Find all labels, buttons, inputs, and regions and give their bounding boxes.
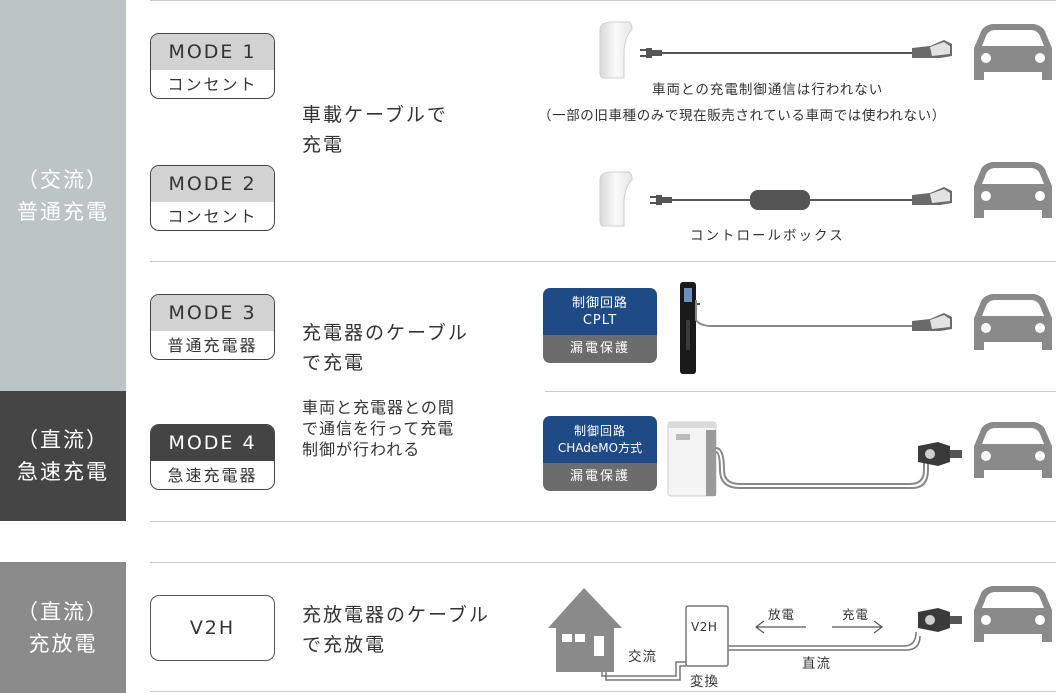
mode2-badge: MODE 2 コンセント	[150, 165, 275, 231]
mode1-badge: MODE 1 コンセント	[150, 33, 275, 99]
dc-line	[728, 631, 917, 647]
divider-mode4-bottom	[150, 521, 1056, 522]
desc-communication-line1: 車両と充電器との間	[302, 398, 455, 417]
charger-stand-icon	[680, 282, 696, 374]
annotation-control-box: コントロールボックス	[690, 228, 845, 244]
v2h-title: V2H	[189, 617, 236, 639]
desc-v2h-cable: 充放電器のケーブル で充放電	[302, 600, 490, 660]
mode3-ctrl-line2: CPLT	[582, 313, 618, 328]
desc-v2h-cable-line2: で充放電	[302, 634, 387, 656]
connector-icon	[912, 187, 952, 205]
side-v2h-line1: （直流）	[17, 599, 109, 624]
v2h-discharge-label: 放電	[768, 607, 796, 622]
divider-top	[150, 0, 1056, 1]
mode2-title: MODE 2	[151, 166, 274, 202]
cable-line	[715, 451, 929, 489]
mode4-sub: 急速充電器	[167, 466, 258, 485]
desc-vehicle-cable-line1: 車載ケーブルで	[302, 104, 448, 126]
side-normal-line1: （交流）	[17, 167, 109, 192]
mode4-ctrl-line1: 制御回路	[573, 424, 626, 438]
desc-vehicle-cable-line2: 充電	[302, 134, 345, 156]
v2h-unit-label: V2H	[691, 620, 718, 634]
plug-icon	[650, 195, 672, 205]
plug-icon	[640, 48, 662, 58]
car-icon	[974, 294, 1052, 350]
mode3-title: MODE 3	[151, 295, 274, 331]
desc-charger-cable-line2: で充電	[302, 352, 366, 374]
v2h-convert-label: 変換	[690, 674, 719, 690]
mode4-title: MODE 4	[151, 425, 274, 461]
control-circuit-box-mode3-top: 制御回路 CPLT	[543, 288, 657, 335]
ac-line	[605, 665, 686, 681]
wall-outlet-icon	[599, 21, 633, 79]
side-v2h-line2: 充放電	[28, 631, 98, 656]
car-icon	[974, 24, 1052, 80]
ac-line	[601, 661, 686, 677]
mode4-ctrl-line2: CHAdeMO方式	[557, 441, 643, 455]
v2h-dc-label: 直流	[802, 656, 831, 672]
divider-v2h-bottom	[150, 691, 1056, 692]
quick-charger-icon	[667, 421, 717, 497]
annotation-old-models: （一部の旧車種のみで現在販売されている車両では使われない）	[538, 108, 946, 124]
mode2-sub: コンセント	[167, 207, 258, 226]
divider-mode3-mode4	[545, 391, 1056, 392]
car-icon	[974, 586, 1052, 642]
car-icon	[974, 422, 1052, 478]
side-normal-charging: （交流） 普通充電	[0, 0, 126, 391]
discharge-arrow	[755, 620, 806, 634]
car-icon	[974, 162, 1052, 218]
connector-icon	[912, 313, 952, 331]
house-icon	[548, 588, 622, 672]
desc-vehicle-cable: 車載ケーブルで 充電	[302, 100, 448, 160]
side-v2h-charging: （直流） 充放電	[0, 562, 126, 693]
cable-line	[695, 300, 912, 327]
side-quick-line1: （直流）	[17, 428, 109, 452]
mode3-ctrl-line1: 制御回路	[571, 296, 628, 311]
control-circuit-box-mode4-top: 制御回路 CHAdeMO方式	[543, 416, 657, 463]
side-quick-line2: 急速充電	[17, 460, 109, 484]
connector-icon	[918, 608, 962, 632]
mode3-sub: 普通充電器	[167, 336, 258, 355]
annotation-no-comm: 車両との充電制御通信は行われない	[652, 82, 884, 98]
charge-arrow	[832, 620, 883, 634]
desc-charger-cable: 充電器のケーブル で充電	[302, 318, 469, 378]
connector-icon	[918, 442, 962, 466]
v2h-ac-label: 交流	[628, 649, 657, 665]
side-quick-charging: （直流） 急速充電	[0, 391, 126, 521]
side-normal-line2: 普通充電	[17, 199, 109, 224]
mode3-ctrl-bottom: 漏電保護	[543, 335, 657, 363]
dc-line	[728, 635, 921, 651]
wall-outlet-icon	[599, 171, 633, 227]
desc-communication-line3: 制御が行われる	[302, 440, 421, 459]
mode4-badge: MODE 4 急速充電器	[150, 424, 275, 490]
mode4-ctrl-bottom: 漏電保護	[543, 463, 657, 491]
control-box-icon	[750, 190, 810, 210]
mode1-sub: コンセント	[167, 75, 258, 94]
control-circuit-box-mode3: 制御回路 CPLT 漏電保護	[543, 288, 657, 363]
cable-line	[715, 447, 925, 485]
divider-v2h-top	[150, 562, 1056, 563]
desc-communication-line2: で通信を行って充電	[302, 419, 455, 438]
control-circuit-box-mode4: 制御回路 CHAdeMO方式 漏電保護	[543, 416, 657, 491]
v2h-charge-label: 充電	[842, 607, 870, 622]
v2h-badge: V2H	[150, 595, 275, 661]
connector-icon	[912, 40, 952, 58]
desc-v2h-cable-line1: 充放電器のケーブル	[302, 604, 490, 626]
mode1-title: MODE 1	[151, 34, 274, 70]
desc-charger-cable-line1: 充電器のケーブル	[302, 322, 469, 344]
v2h-unit-icon	[685, 605, 729, 667]
divider-mode2-mode3	[150, 261, 1056, 262]
mode3-badge: MODE 3 普通充電器	[150, 294, 275, 360]
desc-communication: 車両と充電器との間 で通信を行って充電 制御が行われる	[302, 397, 455, 460]
